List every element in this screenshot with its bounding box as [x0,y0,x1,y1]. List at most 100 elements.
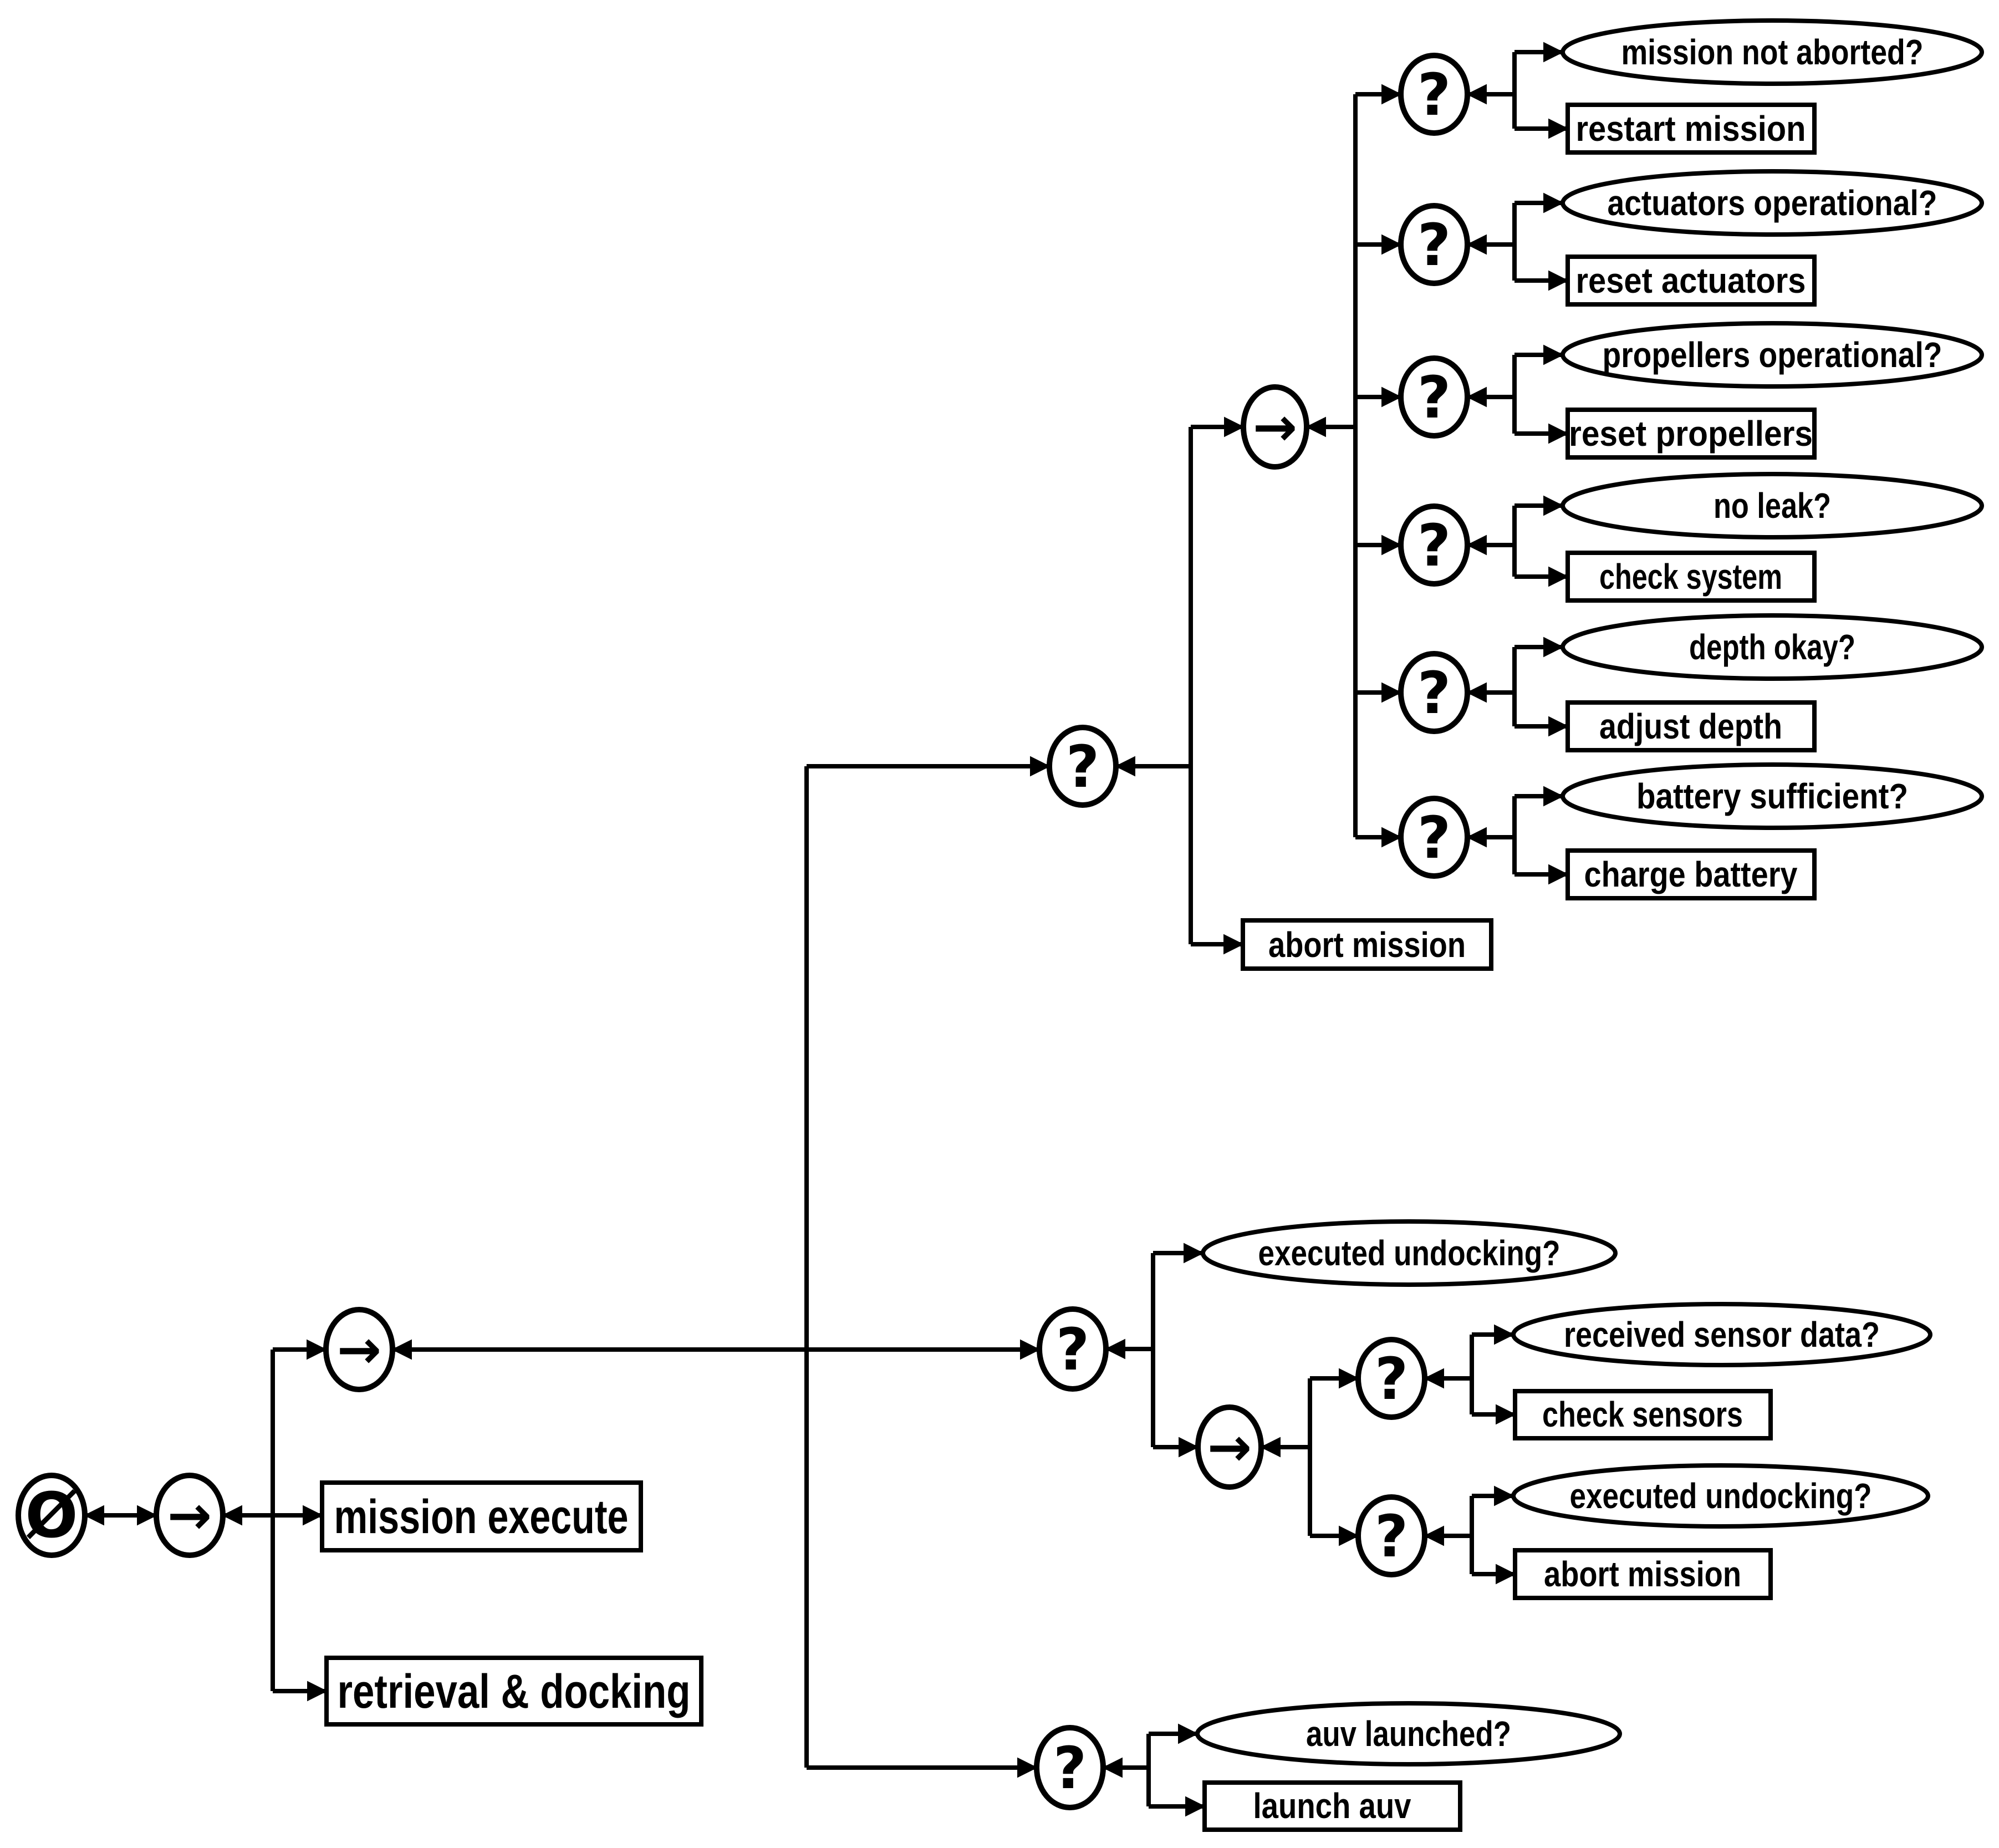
pair-0-condition: mission not aborted? [1561,18,1984,86]
pair-3-fallback-node: ? [1398,503,1470,587]
pair-5-condition-label: battery sufficient? [1636,776,1908,816]
pair-4-action-label: adjust depth [1599,706,1782,746]
pair-2-fallback-symbol: ? [1417,364,1451,431]
undocking-fallback-symbol: ? [1056,1316,1089,1383]
undocking-sequence-symbol: → [1207,1416,1252,1478]
root-node-circle [16,1473,88,1558]
retrieval-docking-label: retrieval & docking [338,1665,691,1718]
pair-1-action-box [1565,254,1817,307]
pair-2-action: reset propellers [1565,408,1817,460]
abort-action-label: abort mission [1544,1554,1741,1594]
pair-0-fallback-circle [1398,53,1470,136]
pair-4-condition: depth okay? [1561,613,1984,681]
retrieval-docking-box [324,1656,703,1727]
pair-1-fallback-circle [1398,203,1470,286]
pair-3-fallback-circle [1398,503,1470,587]
pair-0-condition-ellipse [1561,18,1984,86]
undocking-fallback-circle [1037,1306,1109,1392]
main-sequence-symbol: → [167,1484,212,1546]
mission-execute-action: mission execute [320,1480,643,1552]
pair-2-fallback-circle [1398,355,1470,439]
sensor-action-box [1513,1389,1773,1440]
sensor-fallback-node: ? [1355,1337,1427,1420]
mission-execute-box [320,1480,643,1552]
pair-1-fallback-symbol: ? [1417,211,1451,279]
pair-5-condition: battery sufficient? [1561,762,1984,830]
pair-1-action: reset actuators [1565,254,1817,307]
pair-3-condition-ellipse [1561,472,1984,539]
health-fallback-circle [1047,725,1119,808]
pair-3-action: check system [1565,551,1817,603]
pair-4-fallback-node: ? [1398,651,1470,734]
pair-5-fallback-circle [1398,796,1470,879]
sensor-condition-ellipse [1511,1302,1932,1367]
abort-condition-label: executed undocking? [1570,1476,1872,1516]
sensor-condition: received sensor data? [1511,1302,1932,1367]
pair-2-condition: propellers operational? [1561,321,1984,389]
pair-2-fallback-node: ? [1398,355,1470,439]
pair-0-fallback-symbol: ? [1417,61,1451,129]
pair-4-fallback-circle [1398,651,1470,734]
launch-action-box [1202,1780,1462,1832]
edges [84,42,1569,1817]
launch-fallback-node: ? [1034,1725,1106,1810]
pair-5-fallback-node: ? [1398,796,1470,879]
pair-3-condition-label: no leak? [1714,486,1831,526]
pair-3-condition: no leak? [1561,472,1984,539]
undocking-condition-ellipse [1201,1219,1618,1287]
phase-sequence-circle [323,1307,395,1392]
pair-2-condition-label: propellers operational? [1603,335,1942,375]
sensor-action: check sensors [1513,1389,1773,1440]
checks-sequence-circle [1241,384,1309,470]
pair-5-action: charge battery [1565,848,1817,900]
pair-5-fallback-symbol: ? [1417,804,1451,872]
health-abort-action: abort mission [1241,918,1493,971]
phase-sequence-symbol: → [337,1318,381,1381]
pair-0-action-label: restart mission [1576,109,1806,149]
checks-sequence-symbol: → [1253,396,1297,458]
launch-fallback-symbol: ? [1053,1734,1087,1802]
undocking-sequence-node: → [1195,1404,1264,1490]
checks-sequence-node: → [1241,384,1309,470]
pair-1-condition: actuators operational? [1561,169,1984,237]
launch-fallback-circle [1034,1725,1106,1810]
pair-3-action-box [1565,551,1817,603]
pair-4-fallback-symbol: ? [1417,659,1451,727]
mission-execute-label: mission execute [334,1490,629,1544]
root-node-symbol: Ø [25,1480,78,1552]
abort-fallback-symbol: ? [1375,1503,1408,1570]
abort-fallback-circle [1355,1494,1427,1577]
sensor-condition-label: received sensor data? [1564,1315,1880,1355]
pair-0-condition-label: mission not aborted? [1621,32,1924,72]
undocking-sequence-circle [1195,1404,1264,1490]
pair-4-action: adjust depth [1565,700,1817,752]
pair-5-condition-ellipse [1561,762,1984,830]
main-sequence-node: → [154,1473,226,1558]
pair-2-condition-ellipse [1561,321,1984,389]
pair-5-action-label: charge battery [1584,854,1798,894]
health-fallback-node: ? [1047,725,1119,808]
health-abort-action-box [1241,918,1493,971]
abort-condition-ellipse [1511,1463,1930,1529]
undocking-condition: executed undocking? [1201,1219,1618,1287]
root-node: Ø [16,1473,88,1558]
undocking-condition-label: executed undocking? [1258,1233,1561,1273]
main-sequence-circle [154,1473,226,1558]
pair-1-condition-ellipse [1561,169,1984,237]
pair-4-condition-label: depth okay? [1689,627,1855,667]
sensor-action-label: check sensors [1542,1394,1743,1434]
abort-fallback-node: ? [1355,1494,1427,1577]
retrieval-docking-action: retrieval & docking [324,1656,703,1727]
abort-action-box [1513,1548,1773,1600]
pair-1-action-label: reset actuators [1576,261,1806,301]
pair-3-action-label: check system [1599,557,1782,597]
pair-4-action-box [1565,700,1817,752]
undocking-fallback-node: ? [1037,1306,1109,1392]
pair-0-action-box [1565,103,1817,155]
sensor-fallback-circle [1355,1337,1427,1420]
pair-2-action-label: reset propellers [1569,414,1813,454]
abort-condition: executed undocking? [1511,1463,1930,1529]
launch-condition-ellipse [1195,1701,1622,1766]
